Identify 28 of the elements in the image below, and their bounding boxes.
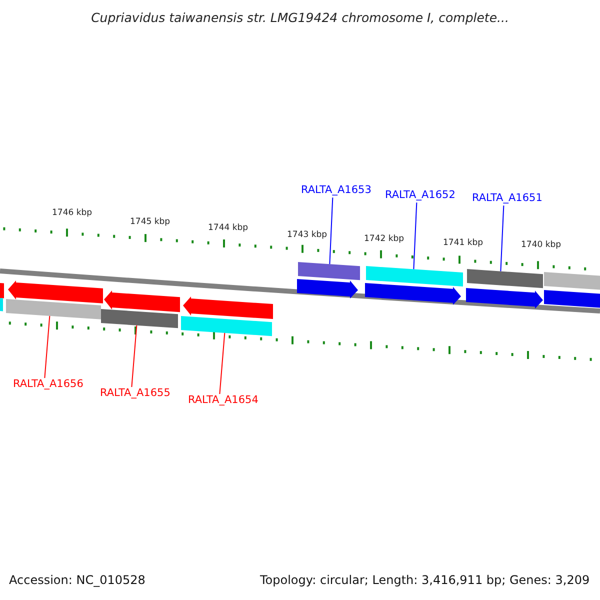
gene-bar <box>181 316 272 336</box>
leader-line <box>329 197 334 265</box>
gene-bar <box>298 262 360 280</box>
map-title: Cupriavidus taiwanensis str. LMG19424 chromosome I, complete... <box>90 11 510 25</box>
scale-label: 1745 kbp <box>130 218 170 228</box>
leader-line <box>44 315 50 378</box>
scale-label: 1742 kbp <box>364 235 404 244</box>
gene-bar <box>366 266 463 286</box>
leader-line <box>219 332 226 394</box>
scale-label: 1741 kbp <box>443 239 484 248</box>
gene-bar <box>467 269 543 288</box>
gene-label: RALTA_A1653 <box>301 185 372 197</box>
accession-text: Accession: NC_010528 <box>9 574 146 588</box>
leader-line <box>500 205 504 272</box>
scale-label: 1743 kbp <box>287 231 328 240</box>
leader-line <box>131 324 138 388</box>
leader-line <box>413 202 418 270</box>
scale-label: 1744 kbp <box>208 224 248 234</box>
gene-label: RALTA_A1654 <box>188 395 258 407</box>
gene-bar <box>6 299 101 320</box>
scale-label: 1740 kbp <box>521 241 562 250</box>
gene-label: RALTA_A1652 <box>385 190 456 202</box>
scale-label: 1746 kbp <box>52 209 92 218</box>
genome-summary-text: Topology: circular; Length: 3,416,911 bp; Genes: 3,209 <box>260 574 590 588</box>
gene-label: RALTA_A1655 <box>100 388 170 400</box>
gene-bar <box>101 309 178 328</box>
gene-label: RALTA_A1651 <box>472 193 542 205</box>
gene-label: RALTA_A1656 <box>13 379 84 391</box>
